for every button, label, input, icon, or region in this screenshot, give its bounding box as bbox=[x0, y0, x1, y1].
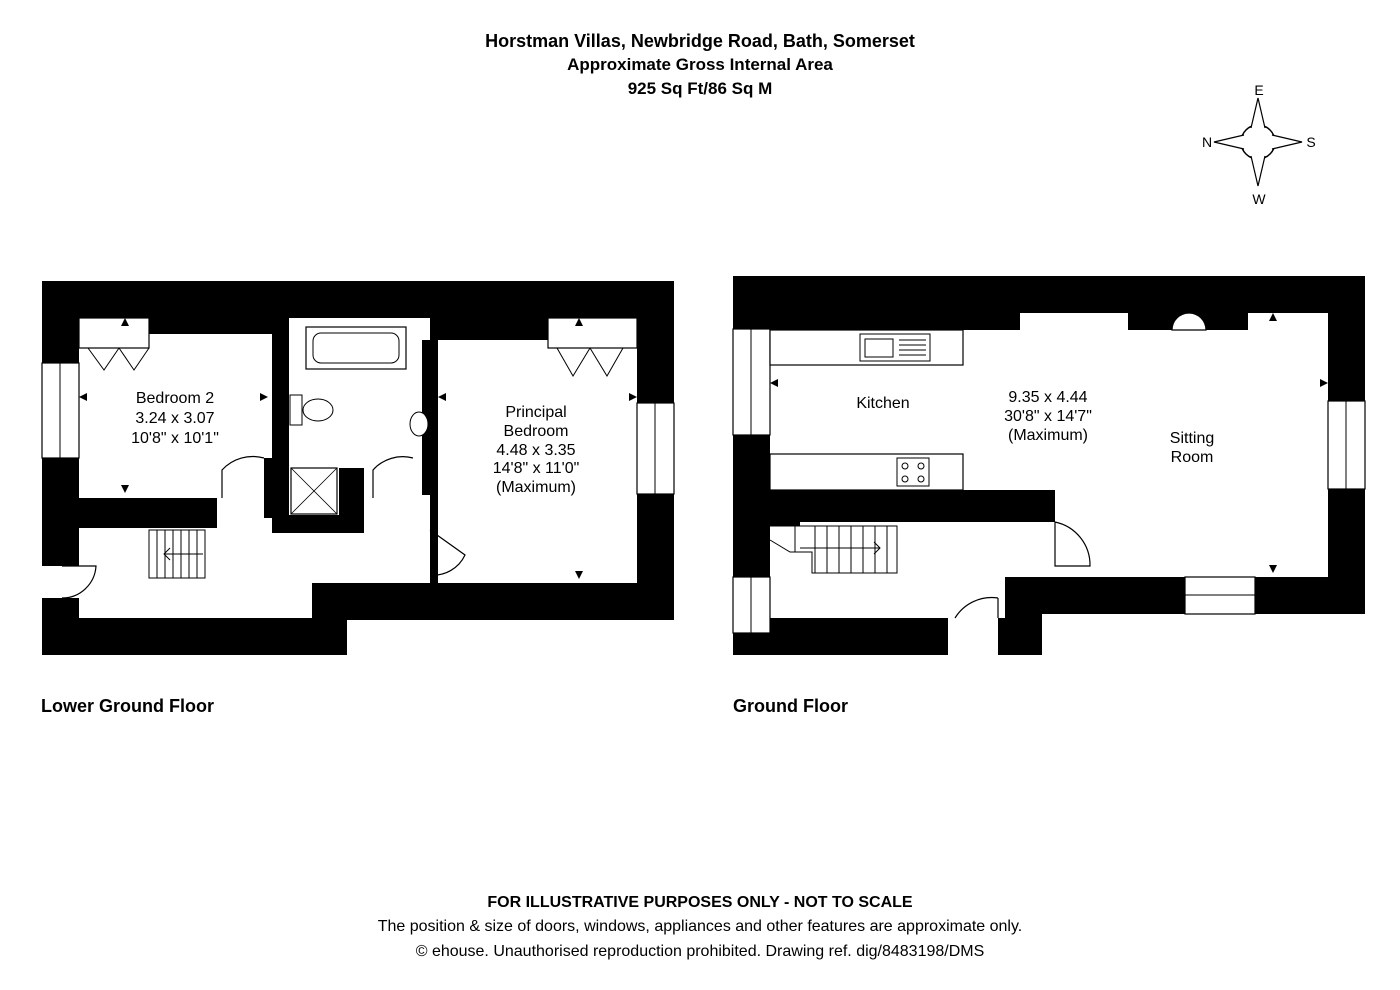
ground-note: (Maximum) bbox=[1008, 427, 1088, 444]
area-value: 925 Sq Ft/86 Sq M bbox=[627, 79, 773, 98]
wall bbox=[42, 281, 79, 363]
copyright: © ehouse. Unauthorised reproduction proh… bbox=[415, 943, 985, 960]
wall bbox=[42, 618, 347, 655]
stairs-icon bbox=[769, 525, 898, 574]
ground-floor-label: Ground Floor bbox=[733, 696, 848, 716]
ground-imperial: 30'8" x 14'7" bbox=[1004, 408, 1092, 425]
sink-icon bbox=[859, 333, 931, 362]
lower-ground-floor-plan: Bedroom 2 3.24 x 3.07 10'8" x 10'1" Prin… bbox=[41, 281, 675, 655]
principal-metric: 4.48 x 3.35 bbox=[496, 442, 575, 459]
sitting-name-1: Sitting bbox=[1170, 430, 1214, 447]
ground-floor-plan: Kitchen 9.35 x 4.44 30'8" x 14'7" (Maxim… bbox=[732, 276, 1366, 655]
compass-s: S bbox=[1306, 134, 1315, 150]
kitchen-name: Kitchen bbox=[856, 395, 909, 412]
property-address: Horstman Villas, Newbridge Road, Bath, S… bbox=[485, 31, 915, 51]
bedroom2-imperial: 10'8" x 10'1" bbox=[131, 430, 219, 447]
compass-e: E bbox=[1254, 82, 1263, 98]
wall bbox=[637, 281, 674, 403]
compass-icon: E N S W bbox=[1202, 82, 1316, 207]
principal-name-1: Principal bbox=[505, 404, 566, 421]
wall bbox=[637, 494, 674, 620]
principal-note: (Maximum) bbox=[496, 479, 576, 496]
area-title: Approximate Gross Internal Area bbox=[567, 55, 833, 74]
stairs-icon bbox=[148, 529, 206, 579]
wall bbox=[312, 583, 347, 655]
compass-n: N bbox=[1202, 134, 1212, 150]
compass-w: W bbox=[1252, 191, 1266, 207]
hob-icon bbox=[896, 457, 930, 487]
bedroom2-name: Bedroom 2 bbox=[136, 390, 214, 407]
fireplace-icon bbox=[1171, 312, 1207, 331]
wall bbox=[42, 281, 674, 318]
ground-metric: 9.35 x 4.44 bbox=[1008, 389, 1087, 406]
wall bbox=[312, 583, 674, 620]
bedroom2-metric: 3.24 x 3.07 bbox=[135, 410, 214, 427]
wall bbox=[42, 458, 79, 566]
door-icon bbox=[61, 455, 466, 599]
toilet-icon bbox=[289, 394, 303, 426]
accuracy-note: The position & size of doors, windows, a… bbox=[377, 918, 1023, 935]
lower-ground-floor-label: Lower Ground Floor bbox=[41, 696, 214, 716]
principal-name-2: Bedroom bbox=[504, 423, 569, 440]
principal-imperial: 14'8" x 11'0" bbox=[493, 460, 580, 477]
sitting-name-2: Room bbox=[1171, 449, 1214, 466]
basin-icon bbox=[409, 411, 429, 437]
disclaimer: FOR ILLUSTRATIVE PURPOSES ONLY - NOT TO … bbox=[487, 894, 913, 911]
